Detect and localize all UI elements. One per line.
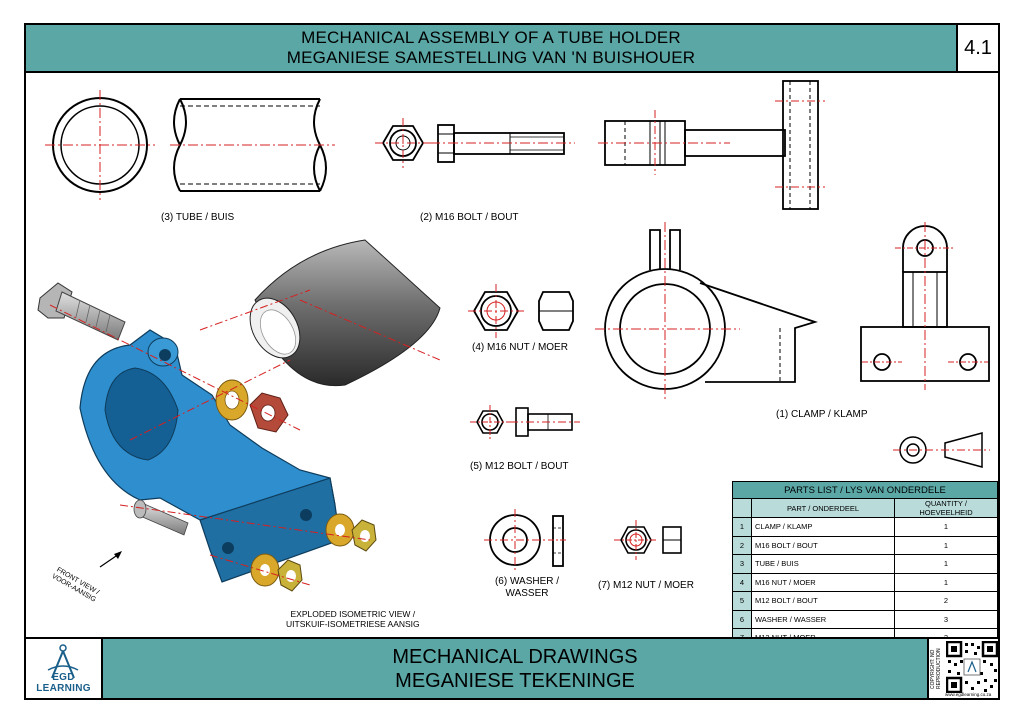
iso-tube: [249, 239, 441, 387]
iso-centerlines: [49, 289, 441, 586]
qr-code-icon: [946, 641, 998, 693]
iso-m12-washers-nuts: [250, 513, 377, 592]
m12-nut-label: (7) M12 NUT / MOER: [598, 580, 694, 591]
title-line-1: MECHANICAL ASSEMBLY OF A TUBE HOLDER: [301, 28, 681, 47]
part-name: TUBE / BUIS: [751, 554, 895, 574]
exploded-view-line-2: UITSKUIF-ISOMETRIESE AANSIG: [286, 619, 420, 629]
parts-list-table: PARTS LIST / LYS VAN ONDERDELE PART / ON…: [732, 481, 998, 648]
part-quantity: 1: [894, 554, 998, 574]
footer-title-block: MECHANICAL DRAWINGS MEGANIESE TEKENINGE: [101, 637, 929, 700]
part-name: M16 NUT / MOER: [751, 572, 895, 592]
iso-m16-bolt: [37, 282, 126, 341]
sheet-number: 4.1: [956, 23, 1000, 73]
part-quantity: 1: [894, 535, 998, 555]
table-row: 2 M16 BOLT / BOUT 1: [732, 535, 998, 555]
m12-bolt-views: [470, 405, 580, 440]
washer-views: [484, 509, 568, 571]
m16-nut-label: (4) M16 NUT / MOER: [472, 342, 568, 353]
washer-label-line-2: WASSER: [505, 588, 549, 599]
clamp-top-view: [598, 80, 825, 210]
washer-label: (6) WASHER / WASSER: [488, 576, 566, 600]
m12-nut-views: [614, 520, 682, 560]
part-number: 6: [732, 609, 752, 629]
parts-list-header-row: PART / ONDERDEEL QUANTITY / HOEVEELHEID: [732, 498, 998, 518]
exploded-view-label: EXPLODED ISOMETRIC VIEW / UITSKUIF-ISOME…: [286, 609, 420, 629]
part-name: CLAMP / KLAMP: [751, 517, 895, 537]
m12-bolt-label: (5) M12 BOLT / BOUT: [470, 461, 569, 472]
clamp-front-view: [595, 222, 818, 400]
part-number: 3: [732, 554, 752, 574]
title-block: MECHANICAL ASSEMBLY OF A TUBE HOLDER MEG…: [24, 23, 958, 73]
iso-m12-bolt: [133, 499, 189, 536]
projection-symbol: [893, 432, 990, 468]
iso-m16-nut: [249, 392, 289, 433]
parts-list-qty-header: QUANTITY / HOEVEELHEID: [894, 498, 998, 518]
m16-nut-views: [468, 284, 574, 338]
website-url: www.egdlearning.co.za: [945, 692, 992, 697]
exploded-isometric-view: [37, 239, 441, 592]
parts-list-title-row: PARTS LIST / LYS VAN ONDERDELE: [732, 481, 998, 499]
iso-m16-washer: [215, 379, 249, 421]
tube-side-view: [170, 98, 335, 192]
qr-block: COPYRIGHT: NO REPRODUCTION www.egdlearni…: [927, 637, 1000, 700]
tube-end-view: [45, 90, 155, 200]
part-quantity: 1: [894, 572, 998, 592]
tube-label: (3) TUBE / BUIS: [161, 212, 235, 223]
part-name: M12 BOLT / BOUT: [751, 591, 895, 611]
clamp-side-view: [860, 222, 990, 390]
iso-clamp: [79, 329, 341, 583]
table-row: 4 M16 NUT / MOER 1: [732, 572, 998, 592]
parts-list-part-header: PART / ONDERDEEL: [751, 498, 895, 518]
clamp-label: (1) CLAMP / KLAMP: [776, 409, 868, 420]
part-quantity: 1: [894, 517, 998, 537]
m16-bolt-views: [375, 118, 575, 168]
front-view-arrow: [99, 551, 122, 568]
part-number: 2: [732, 535, 752, 555]
part-number: 1: [732, 517, 752, 537]
table-row: 1 CLAMP / KLAMP 1: [732, 517, 998, 537]
footer-title-line-1: MECHANICAL DRAWINGS: [392, 645, 638, 668]
exploded-view-line-1: EXPLODED ISOMETRIC VIEW /: [290, 609, 416, 619]
part-quantity: 3: [894, 609, 998, 629]
m16-bolt-label: (2) M16 BOLT / BOUT: [420, 212, 519, 223]
title-line-2: MEGANIESE SAMESTELLING VAN 'N BUISHOUER: [286, 48, 696, 67]
egd-logo: EGD LEARNING: [24, 637, 103, 700]
part-number: 4: [732, 572, 752, 592]
copyright-notice: COPYRIGHT: NO REPRODUCTION: [930, 648, 942, 690]
table-row: 6 WASHER / WASSER 3: [732, 609, 998, 629]
parts-list-num-header: [732, 498, 752, 518]
table-row: 5 M12 BOLT / BOUT 2: [732, 591, 998, 611]
compass-icon: [47, 644, 79, 679]
part-quantity: 2: [894, 591, 998, 611]
washer-label-line-1: (6) WASHER /: [494, 576, 560, 587]
table-row: 3 TUBE / BUIS 1: [732, 554, 998, 574]
logo-text: EGD LEARNING: [36, 672, 91, 694]
part-name: WASHER / WASSER: [751, 609, 895, 629]
part-number: 5: [732, 591, 752, 611]
parts-list-title: PARTS LIST / LYS VAN ONDERDELE: [732, 481, 998, 499]
part-name: M16 BOLT / BOUT: [751, 535, 895, 555]
footer-title-line-2: MEGANIESE TEKENINGE: [395, 669, 635, 692]
